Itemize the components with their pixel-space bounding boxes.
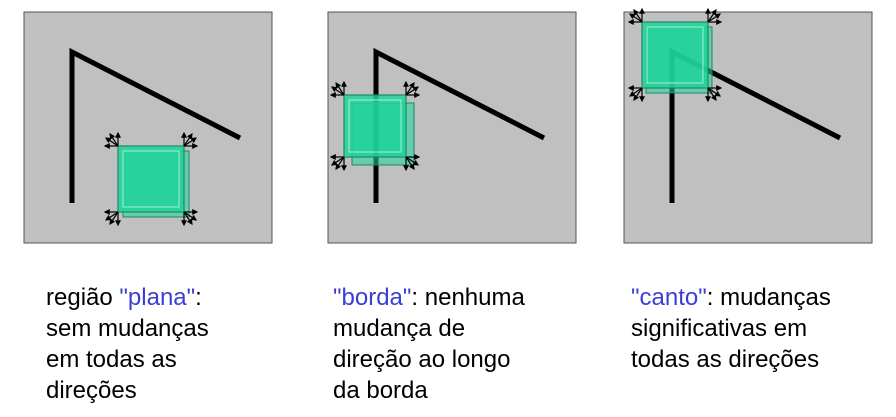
direction-arrow [105,211,119,221]
caption-keyword: "plana" [119,284,196,311]
caption-text: sem mudanças [46,315,209,342]
caption-text: direção ao longo [333,346,511,373]
panel-corner-window [627,7,723,103]
caption-line: direção ao longo [333,344,525,375]
direction-arrow [405,156,415,170]
caption-line: mudança de [333,313,525,344]
direction-arrow [707,13,721,23]
window-inner [646,26,704,84]
direction-arrow [183,133,193,147]
panel-corner [623,7,873,244]
direction-arrow [183,211,197,221]
caption-text: direções [46,377,137,404]
caption-line: em todas as [46,344,209,375]
caption-keyword: "borda" [333,284,412,311]
direction-arrow [331,86,345,96]
caption-line: "canto": mudanças [631,282,831,313]
caption-line: região "plana": [46,282,209,313]
direction-arrow [405,156,419,166]
panel-flat-edge-line [69,47,242,203]
caption-line: "borda": nenhuma [333,282,525,313]
direction-arrow [105,137,119,147]
window [343,94,407,158]
window-inner [348,99,402,153]
direction-arrow [629,13,643,23]
caption-text: significativas em [631,315,808,342]
caption-keyword: "canto" [631,284,707,311]
direction-arrow [183,211,193,225]
caption-text: região [46,284,120,311]
direction-arrow [707,87,721,97]
panel-edge-window [329,80,421,172]
caption-text: todas as direções [631,346,820,373]
caption-text: : mudanças [706,284,831,311]
direction-arrow [109,133,119,147]
direction-arrow [183,137,197,147]
caption-text: : [195,284,202,311]
direction-arrow [335,156,345,170]
caption-line: direções [46,375,209,406]
caption-line: sem mudanças [46,313,209,344]
caption-line: da borda [333,375,525,406]
caption-text: em todas as [46,346,177,373]
panel-flat [23,11,273,244]
direction-arrow [707,87,717,101]
direction-arrow [109,211,119,225]
direction-arrow [707,9,717,23]
window [117,145,185,213]
panel-edge [327,11,577,244]
direction-arrow [405,82,415,96]
direction-arrow [331,156,345,166]
direction-arrow [405,86,419,96]
caption-line: significativas em [631,313,831,344]
caption-text: : nenhuma [411,284,525,311]
window-inner [122,150,180,208]
direction-arrow [335,82,345,96]
panel-flat-window [103,131,199,227]
direction-arrow [629,87,643,97]
direction-arrow [633,87,643,101]
direction-arrow [633,9,643,23]
window [641,21,709,89]
caption-line: todas as direções [631,344,831,375]
caption-text: mudança de [333,315,466,342]
caption-text: da borda [333,377,428,404]
